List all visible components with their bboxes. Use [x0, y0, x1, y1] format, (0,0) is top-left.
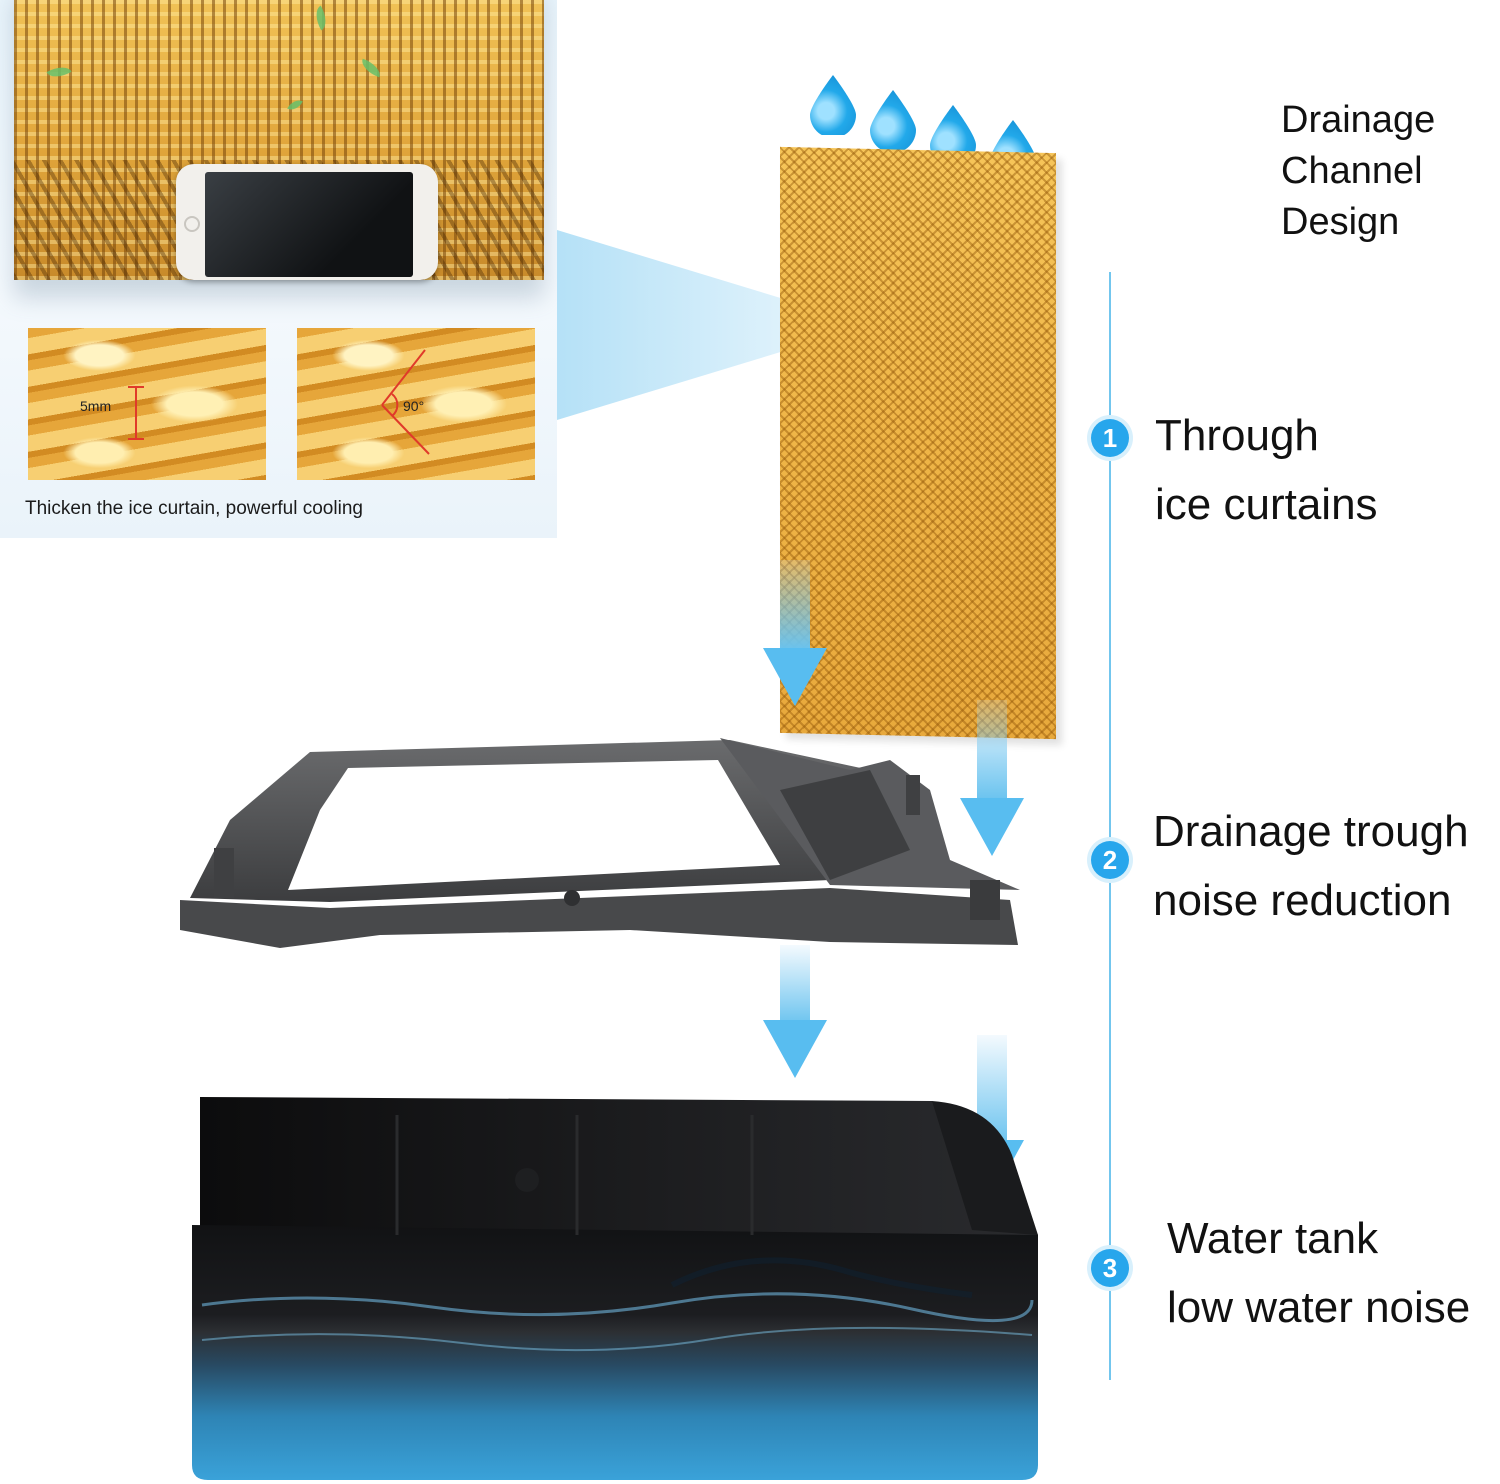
step-2-line-2: noise reduction	[1153, 876, 1452, 925]
down-arrow-icon	[763, 648, 827, 706]
arrow-shaft	[780, 945, 810, 1025]
title-line-3: Design	[1281, 201, 1400, 243]
thickness-label: 5mm	[80, 398, 112, 414]
phone-home-button	[184, 216, 200, 232]
step-2-label: Drainage trough noise reduction	[1153, 797, 1469, 935]
down-arrow-icon	[763, 1020, 827, 1078]
inset-caption: Thicken the ice curtain, powerful coolin…	[25, 498, 363, 519]
inset-panel: 5mm 90° Thicken the ice curtain, powerfu…	[0, 0, 557, 538]
step-3-line-2: low water noise	[1167, 1283, 1471, 1332]
step-1-label: Through ice curtains	[1155, 401, 1378, 539]
dimension-line	[135, 386, 137, 440]
water-drop-icon	[810, 75, 856, 135]
step-3-label: Water tank low water noise	[1167, 1204, 1470, 1342]
page-title: Drainage Channel Design	[1281, 95, 1491, 248]
closeup-thickness: 5mm	[28, 328, 266, 480]
step-1-number-badge: 1	[1091, 419, 1129, 457]
angle-lines	[381, 349, 430, 455]
step-2-number-badge: 2	[1091, 841, 1129, 879]
timeline-line	[1109, 272, 1111, 1380]
arrow-shaft	[780, 560, 810, 650]
angle-label: 90°	[403, 398, 425, 414]
step-3-number-badge: 3	[1091, 1249, 1129, 1287]
down-arrow-icon	[960, 798, 1024, 856]
dimension-cap-bottom	[128, 438, 144, 440]
arrow-shaft	[977, 700, 1007, 800]
step-3-line-1: Water tank	[1167, 1214, 1379, 1263]
dimension-cap-top	[128, 386, 144, 388]
closeup-angle: 90°	[297, 328, 535, 480]
title-line-1: Drainage	[1281, 99, 1436, 141]
title-line-2: Channel	[1281, 150, 1423, 192]
step-1-line-2: ice curtains	[1155, 480, 1378, 529]
water-drop-icon	[870, 90, 916, 150]
drainage-trough-image	[180, 738, 1020, 948]
step-2-line-1: Drainage trough	[1153, 807, 1469, 856]
step-1-line-1: Through	[1155, 411, 1319, 460]
water-tank-image	[192, 1097, 1038, 1480]
phone-screen	[205, 172, 413, 277]
